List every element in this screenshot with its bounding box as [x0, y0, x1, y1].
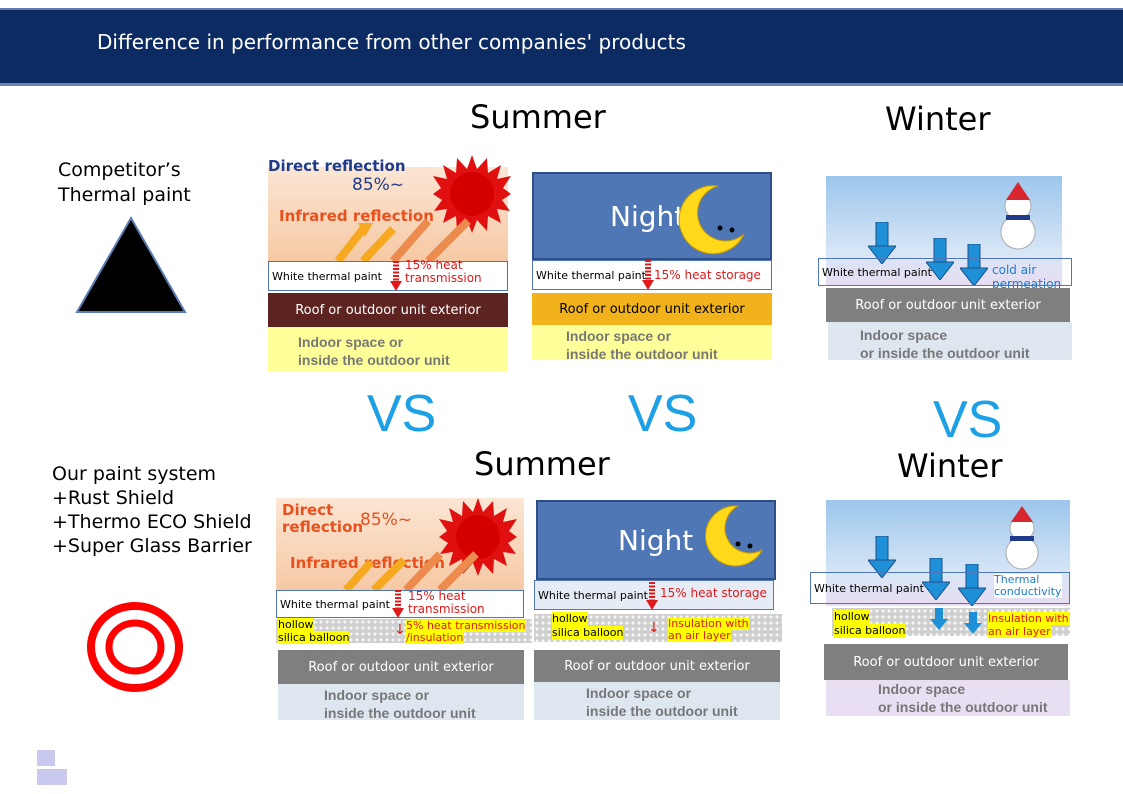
white-thermal-paint-label: White thermal paint [536, 268, 646, 282]
ours-line3: +Thermo ECO Shield [52, 511, 252, 533]
night-label: Night [618, 523, 694, 557]
down-arrow-icon [960, 244, 988, 286]
down-arrow-icon [958, 564, 986, 606]
indoor-layer: Indoor space or inside the outdoor unit [828, 322, 1072, 361]
roof-layer: Roof or outdoor unit exterior [532, 293, 772, 325]
snowman-icon [1000, 182, 1036, 250]
white-thermal-paint-label: White thermal paint [280, 597, 390, 611]
pct-85-label: 85%~ [352, 175, 405, 195]
night-label: Night [610, 199, 686, 233]
hollow-silica-label: hollow silica balloon [552, 612, 624, 640]
white-thermal-paint-layer: White thermal paint [818, 258, 1072, 286]
panel-ours-summer-day: Direct reflection 85%~ Infrared reflecti… [276, 498, 532, 721]
heat-transmission-label: 15% heat transmission [405, 258, 482, 285]
competitor-line2: Thermal paint [58, 184, 191, 206]
ours-line2: +Rust Shield [52, 487, 175, 509]
panel-competitor-summer-day: Direct reflection 85%~ Infrared reflecti… [268, 155, 511, 372]
small-arrow-icon: ↓ [648, 620, 660, 636]
triangle-icon [75, 215, 187, 313]
down-arrow-icon [926, 238, 954, 280]
sun-icon [433, 155, 511, 233]
insulation-label: Insulation with an air layer [988, 612, 1069, 638]
roof-layer: Roof or outdoor unit exterior [826, 288, 1070, 322]
competitor-label: Competitor’s Thermal paint [58, 158, 191, 208]
snowman-icon [1005, 506, 1039, 570]
down-arrow-icon [964, 612, 982, 634]
white-thermal-paint-label: White thermal paint [272, 269, 382, 283]
decor-square-top [37, 750, 55, 766]
ours-line4: +Super Glass Barrier [52, 535, 252, 557]
infrared-reflection-label: Infrared reflection [279, 207, 434, 225]
down-arrow-icon [868, 536, 896, 578]
header-bar [0, 8, 1123, 86]
sun-icon [439, 498, 517, 576]
white-thermal-paint-label: White thermal paint [822, 265, 932, 279]
panel-competitor-winter: White thermal paint cold air permeation … [818, 176, 1072, 361]
indoor-layer: Indoor space or inside the outdoor unit [532, 325, 772, 362]
panel-ours-summer-night: Night White thermal paint 15% heat stora… [534, 500, 784, 720]
indoor-layer: Indoor space or inside the outdoor unit [268, 327, 508, 372]
reflection-arrows [343, 551, 479, 592]
night-box: Night [536, 500, 776, 580]
white-thermal-paint-label: White thermal paint [814, 581, 924, 595]
reflection-arrows [334, 218, 471, 263]
roof-layer: Roof or outdoor unit exterior [534, 650, 780, 682]
small-arrow-icon: ↓ [394, 622, 406, 638]
ours-label: Our paint system +Rust Shield +Thermo EC… [52, 462, 252, 558]
indoor-layer: Indoor space or inside the outdoor unit [826, 680, 1070, 716]
hollow-silica-label: hollow silica balloon [278, 618, 350, 644]
indoor-layer: Indoor space or inside the outdoor unit [278, 684, 524, 721]
competitor-line1: Competitor’s [58, 159, 181, 181]
insulation-label: Insulation with an air layer [668, 617, 749, 642]
five-pct-label: 5% heat transmission /insulation [406, 619, 526, 644]
panel-ours-winter: White thermal paint Thermal conductivity… [810, 500, 1074, 718]
page-title: Difference in performance from other com… [97, 30, 686, 54]
roof-layer: Roof or outdoor unit exterior [824, 644, 1068, 680]
down-arrow-icon [868, 222, 896, 264]
season-top-winter: Winter [885, 100, 991, 138]
white-thermal-paint-layer: White thermal paint [810, 572, 1070, 604]
season-top-summer: Summer [470, 98, 606, 136]
direct-reflection-label: Direct reflection [282, 501, 364, 536]
indoor-layer: Indoor space or inside the outdoor unit [534, 682, 780, 720]
cold-air-label: cold air permeation [992, 263, 1062, 291]
direct-reflection-label: Direct reflection [268, 157, 406, 175]
ours-line1: Our paint system [52, 463, 217, 485]
double-circle-icon [87, 602, 183, 692]
hollow-silica-label: hollow silica balloon [834, 610, 906, 638]
vs-label-1: VS [367, 385, 437, 443]
heat-storage-label: 15% heat storage [660, 586, 767, 600]
roof-layer: Roof or outdoor unit exterior [278, 650, 524, 684]
season-bottom-summer: Summer [474, 445, 610, 483]
white-thermal-paint-layer: White thermal paint [268, 261, 508, 291]
white-thermal-paint-label: White thermal paint [538, 588, 648, 602]
heat-transmission-label: 15% heat transmission [408, 589, 485, 616]
moon-icon [705, 505, 764, 567]
night-box: Night [532, 172, 772, 260]
decor-square-bottom [37, 769, 67, 785]
down-arrow-icon [642, 260, 654, 290]
down-arrow-icon [930, 608, 948, 630]
down-arrow-icon [922, 558, 950, 600]
pct-85-label: 85%~ [360, 510, 413, 530]
panel-competitor-summer-night: Night White thermal paint 15% heat stora… [532, 172, 772, 362]
moon-icon [678, 185, 745, 255]
down-arrow-icon [390, 261, 402, 291]
season-bottom-winter: Winter [897, 447, 1003, 485]
vs-label-2: VS [628, 385, 698, 443]
roof-layer: Roof or outdoor unit exterior [268, 293, 508, 327]
vs-label-3: VS [933, 391, 1003, 449]
white-thermal-paint-layer: White thermal paint [532, 260, 772, 290]
down-arrow-icon [392, 590, 404, 618]
thermal-conductivity-label: Thermal conductivity [994, 573, 1062, 598]
heat-storage-label: 15% heat storage [654, 268, 761, 282]
down-arrow-icon [646, 582, 658, 610]
